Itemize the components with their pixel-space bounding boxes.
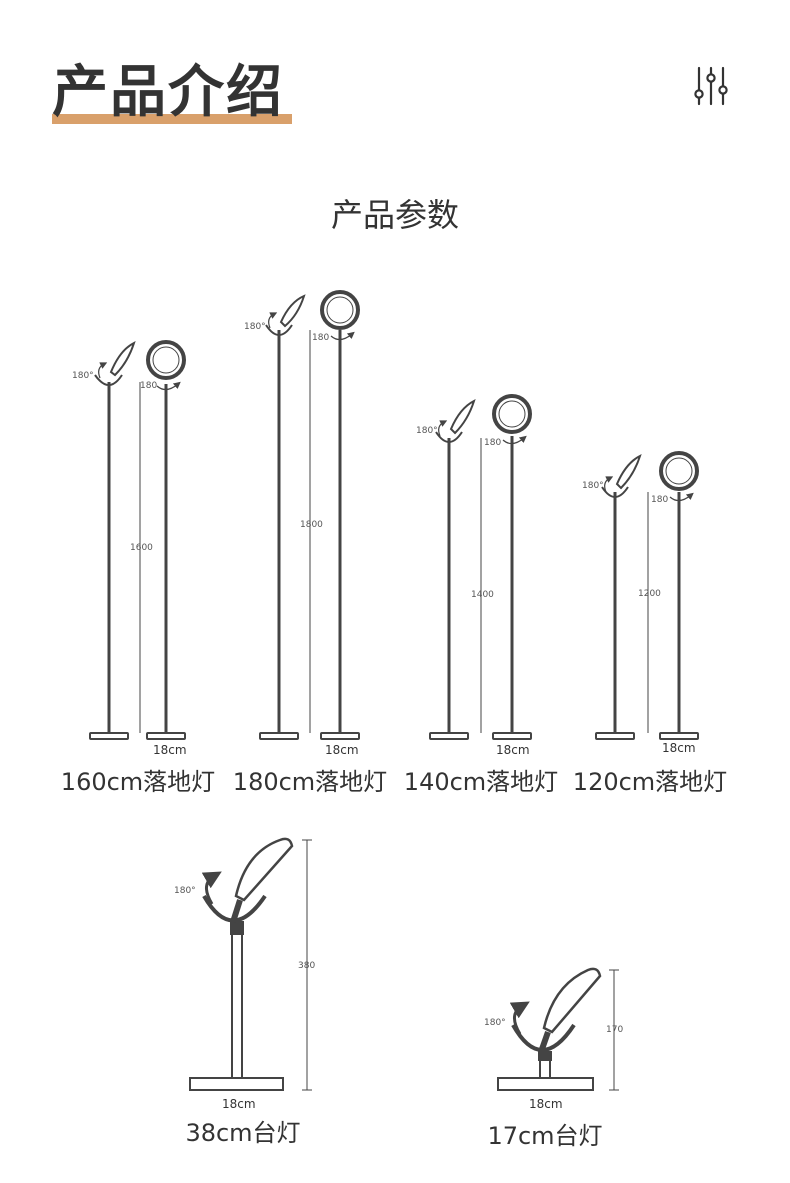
rotation-label: 180° (484, 1018, 506, 1028)
floor-lamp-160 (89, 340, 186, 740)
base-side (89, 732, 129, 740)
ring-light (146, 340, 186, 380)
product-name: 38cm台灯 (185, 1119, 301, 1147)
rotation-label: 180 (484, 438, 502, 448)
product-name: 160cm落地灯 (60, 768, 216, 796)
rotation-label: 180 (312, 333, 330, 343)
base-width-label: 18cm (496, 743, 530, 757)
rotation-label: 180° (174, 886, 196, 896)
floor-lamp-180 (259, 290, 360, 740)
base-width-label: 18cm (153, 743, 187, 757)
rotation-label: 180 (651, 495, 669, 505)
rotation-label: 180° (72, 371, 94, 381)
section-title: 产品参数 (330, 196, 459, 234)
product-name: 17cm台灯 (487, 1122, 603, 1150)
rotation-label: 180° (416, 426, 438, 436)
base-front (146, 732, 186, 740)
height-label: 380 (298, 961, 316, 971)
joint (230, 921, 244, 935)
swivel-arc (94, 374, 123, 386)
height-label: 170 (606, 1025, 624, 1035)
base-width-label: 18cm (529, 1097, 563, 1111)
base-width-label: 18cm (662, 741, 696, 755)
neck (230, 899, 243, 923)
height-label: 1400 (471, 590, 494, 600)
base-width-label: 18cm (325, 743, 359, 757)
rotation-label: 180° (244, 322, 266, 332)
rotation-label: 180° (582, 481, 604, 491)
lamp-head (234, 837, 294, 902)
height-label: 1800 (300, 520, 323, 530)
base-width-label: 18cm (222, 1097, 256, 1111)
height-label: 1600 (130, 543, 153, 553)
floor-lamp-120 (595, 451, 699, 740)
pole (231, 929, 243, 1079)
base (189, 1077, 284, 1091)
rotate-arrow (201, 871, 222, 905)
product-name: 120cm落地灯 (572, 768, 728, 796)
height-label: 1200 (638, 589, 661, 599)
table-lamp-17 (497, 967, 619, 1091)
page-title: 产品介绍 (52, 60, 284, 125)
product-name: 180cm落地灯 (232, 768, 388, 796)
lamp-head-side (109, 341, 136, 377)
product-name: 140cm落地灯 (403, 768, 559, 796)
rotate-arrow (98, 362, 108, 379)
rotation-label: 180 (140, 381, 158, 391)
floor-lamp-140 (429, 394, 532, 740)
table-lamp-38 (189, 837, 312, 1091)
sliders-icon (694, 66, 728, 106)
title-underline (52, 114, 292, 124)
